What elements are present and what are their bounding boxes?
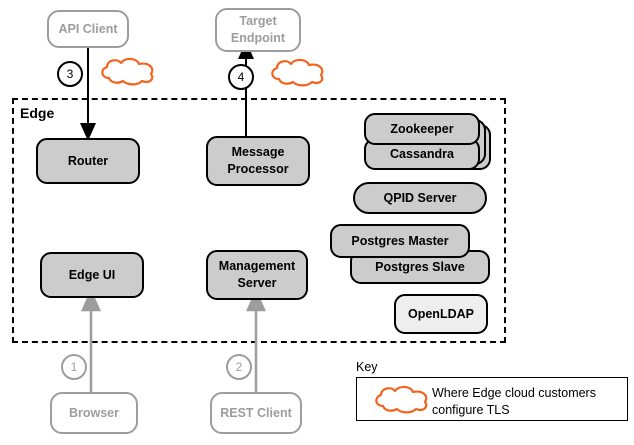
node-target-endpoint-label-line1: Target	[239, 14, 277, 29]
cloud-icon-step-4	[271, 58, 324, 87]
step-badge-2-number: 2	[235, 360, 243, 374]
node-management-server[interactable]: Management Server	[206, 250, 308, 300]
node-browser[interactable]: Browser	[50, 392, 138, 434]
edge-container-label: Edge	[20, 105, 55, 121]
node-openldap[interactable]: OpenLDAP	[394, 294, 488, 334]
node-cassandra-label: Cassandra	[390, 146, 454, 161]
edge-container	[12, 98, 506, 343]
node-message-processor-label-line1: Message	[231, 145, 285, 160]
node-qpid-server-label: QPID Server	[383, 190, 457, 205]
cloud-icon-step-3	[101, 57, 154, 86]
node-message-processor[interactable]: Message Processor	[206, 136, 310, 186]
node-postgres-master[interactable]: Postgres Master	[330, 224, 470, 258]
key-entry-label: Where Edge cloud customers configure TLS	[432, 385, 622, 419]
node-zookeeper-label: Zookeeper	[390, 121, 454, 136]
step-badge-3-number: 3	[66, 67, 74, 81]
node-target-endpoint[interactable]: Target Endpoint	[215, 8, 301, 52]
node-edge-ui-label: Edge UI	[68, 267, 116, 282]
key-title: Key	[356, 360, 378, 374]
node-api-client-label: API Client	[58, 21, 118, 36]
key-entry-label-line2: configure TLS	[432, 402, 510, 417]
node-management-server-label-line2: Server	[237, 276, 277, 290]
node-router-label: Router	[67, 153, 109, 168]
node-message-processor-label-line2: Processor	[227, 162, 289, 176]
step-badge-4-number: 4	[237, 70, 245, 84]
node-openldap-label: OpenLDAP	[408, 306, 474, 321]
step-badge-4[interactable]: 4	[228, 64, 254, 90]
node-qpid-server[interactable]: QPID Server	[353, 182, 487, 214]
node-target-endpoint-label-line2: Endpoint	[230, 31, 286, 45]
key-entry-label-line1: Where Edge cloud customers	[432, 386, 596, 400]
step-badge-2[interactable]: 2	[226, 354, 252, 380]
node-router[interactable]: Router	[36, 138, 140, 184]
node-management-server-label-line1: Management	[218, 259, 296, 274]
node-rest-client-label: REST Client	[220, 405, 292, 420]
step-badge-3[interactable]: 3	[57, 61, 83, 87]
node-rest-client[interactable]: REST Client	[210, 392, 302, 434]
node-browser-label: Browser	[68, 405, 120, 420]
step-badge-1-number: 1	[70, 360, 78, 374]
node-postgres-master-label: Postgres Master	[351, 233, 449, 248]
node-zookeeper[interactable]: Zookeeper	[364, 113, 480, 145]
node-api-client[interactable]: API Client	[47, 10, 129, 48]
node-edge-ui[interactable]: Edge UI	[40, 252, 144, 298]
cloud-icon-key	[375, 385, 428, 414]
step-badge-1[interactable]: 1	[61, 354, 87, 380]
node-postgres-slave-label: Postgres Slave	[375, 259, 465, 274]
